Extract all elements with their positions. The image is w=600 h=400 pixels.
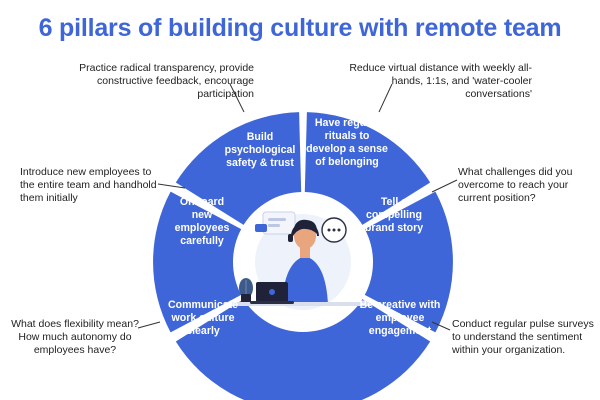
plant-icon: [239, 278, 253, 302]
central-illustration: [232, 211, 372, 310]
leader-line-safety: [229, 83, 245, 113]
note-psychological-safety: Practice radical transparency, provide c…: [79, 62, 254, 100]
leader-line-engagement: [431, 321, 451, 331]
pillar-label-psychological-safety: Build psychological safety & trust: [224, 131, 296, 169]
person-icon: [282, 219, 328, 305]
pillar-segments: [153, 112, 453, 400]
pillar-label-employee-engagement: Be creative with employee engagement: [359, 299, 441, 337]
pillar-label-brand-story: Tell a compelling brand story: [364, 196, 424, 234]
leader-line-onboard: [157, 183, 186, 189]
pillar-segment-brand: [364, 191, 453, 333]
note-onboard-employees: Introduce new employees to the entire te…: [20, 166, 157, 204]
pillar-segment-safety: [175, 112, 302, 225]
pillar-label-regular-rituals: Have regular rituals to develop a sense …: [306, 117, 388, 168]
leader-line-rituals: [378, 83, 393, 113]
pillar-segment-onboard: [153, 191, 242, 333]
laptop-icon: [250, 282, 294, 304]
note-work-culture: What does flexibility mean? How much aut…: [11, 318, 139, 356]
note-brand-story: What challenges did you overcome to reac…: [458, 166, 573, 204]
pillar-label-work-culture: Communicate work culture clearly: [167, 299, 239, 337]
page-title: 6 pillars of building culture with remot…: [38, 14, 562, 42]
pillar-segment-rituals: [304, 112, 431, 225]
pillar-segment-culture: [175, 299, 303, 400]
message-card-icon: [255, 211, 296, 235]
leader-line-brand: [431, 179, 458, 193]
note-regular-rituals: Reduce virtual distance with weekly all-…: [349, 62, 532, 100]
leader-lines: [137, 83, 458, 331]
pillar-segment-engagement: [303, 299, 431, 400]
leader-line-culture: [137, 321, 161, 329]
note-employee-engagement: Conduct regular pulse surveys to underst…: [452, 318, 594, 356]
pillar-label-onboard-employees: Onboard new employees carefully: [174, 196, 230, 247]
chat-bubble-icon: [321, 217, 347, 243]
